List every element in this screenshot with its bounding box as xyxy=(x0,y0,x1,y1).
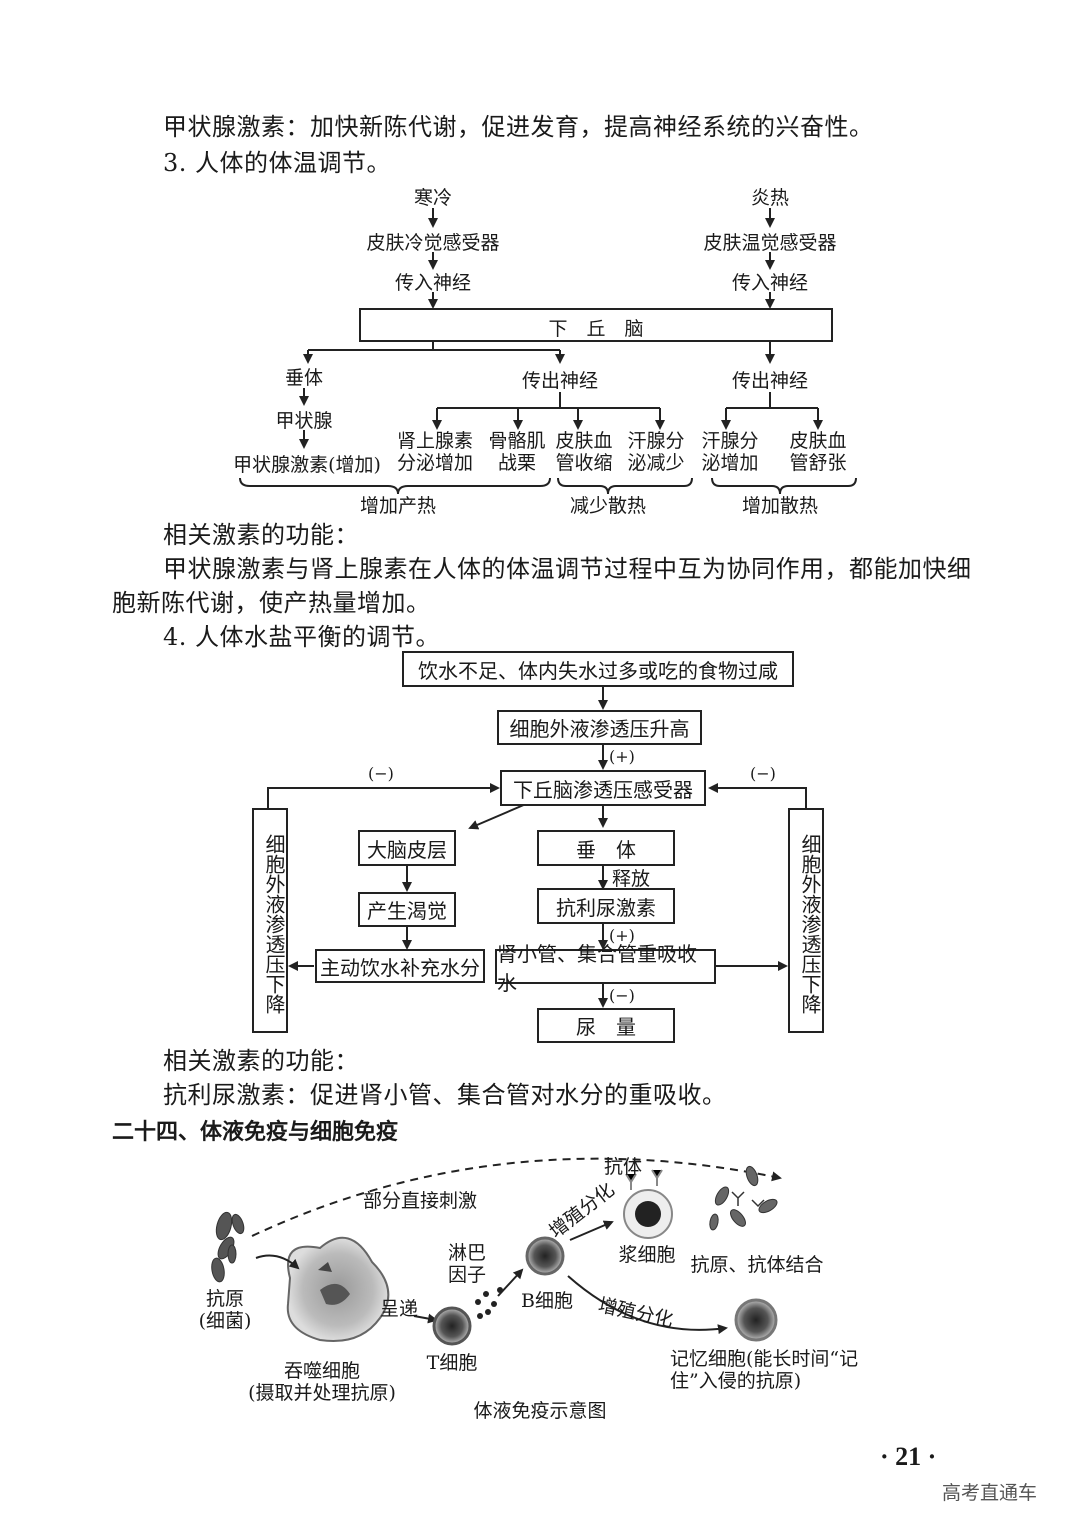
antigen-antibody-binding-label: 抗原、抗体结合 xyxy=(690,1254,824,1276)
minus-sign-right: (−) xyxy=(750,764,776,783)
vasoconstriction: 皮肤血 管收缩 xyxy=(555,430,613,474)
antibody-icon xyxy=(625,1169,663,1190)
related-hormones-heading-2: 相关激素的功能： xyxy=(163,1047,359,1075)
section-3-title: 3. 人体的体温调节。 xyxy=(163,149,392,177)
antigen-bacteria-icon xyxy=(211,1211,245,1283)
increase-heat-loss: 增加散热 xyxy=(741,495,818,517)
sweat-decrease: 汗腺分 泌减少 xyxy=(627,430,685,474)
urine-volume-box: 尿 量 xyxy=(537,1008,675,1043)
adh-function-text: 抗利尿激素：促进肾小管、集合管对水分的重吸收。 xyxy=(163,1081,727,1109)
efferent-nerve-right: 传出神经 xyxy=(731,370,808,392)
efferent-nerve-middle: 传出神经 xyxy=(521,370,598,392)
section-4-title: 4. 人体水盐平衡的调节。 xyxy=(163,623,441,651)
water-deficit-box: 饮水不足、体内失水过多或吃的食物过咸 xyxy=(402,651,794,687)
page-number: · 21 · xyxy=(880,1442,937,1471)
vasodilation: 皮肤血 管舒张 xyxy=(789,430,847,474)
b-cell-label: B细胞 xyxy=(521,1290,573,1312)
presentation-label: 呈递 xyxy=(379,1298,418,1320)
ecf-osmotic-down-right: 细胞外液渗透压下降 xyxy=(788,808,824,1033)
watermark: 高考直通车 xyxy=(942,1482,1038,1504)
warm-receptor-label: 皮肤温觉感受器 xyxy=(703,232,837,254)
cold-receptor-label: 皮肤冷觉感受器 xyxy=(366,232,500,254)
pituitary-box: 垂 体 xyxy=(537,830,675,866)
minus-sign-left: (−) xyxy=(368,764,394,783)
pituitary-label: 垂体 xyxy=(284,367,323,389)
cerebral-cortex-box: 大脑皮层 xyxy=(358,830,456,866)
t-cell-label: T细胞 xyxy=(426,1352,478,1374)
osmoreceptor-box: 下丘脑渗透压感受器 xyxy=(500,770,706,806)
sweat-increase: 汗腺分 泌增加 xyxy=(701,430,759,474)
reduce-heat-loss: 减少散热 xyxy=(569,495,646,517)
adh-box: 抗利尿激素 xyxy=(537,888,675,924)
plus-sign-2: (+) xyxy=(609,926,635,945)
lymphokine-dots-icon xyxy=(475,1287,503,1319)
increase-heat-production: 增加产热 xyxy=(359,495,436,517)
figure-caption: 体液免疫示意图 xyxy=(473,1400,607,1422)
lymphokine-label: 淋巴 因子 xyxy=(447,1242,486,1286)
hot-label: 炎热 xyxy=(750,187,789,209)
release-label: 释放 xyxy=(612,868,651,890)
cold-label: 寒冷 xyxy=(413,187,452,209)
afferent-nerve-left: 传入神经 xyxy=(394,272,471,294)
minus-sign-3: (−) xyxy=(609,986,635,1005)
thirst-box: 产生渴觉 xyxy=(358,892,456,927)
hypothalamus-box: 下 丘 脑 xyxy=(548,318,644,340)
section-24-heading: 二十四、体液免疫与细胞免疫 xyxy=(112,1120,399,1145)
t-cell-icon xyxy=(432,1306,472,1346)
ecf-osmotic-down-left: 细胞外液渗透压下降 xyxy=(252,808,288,1033)
direct-stimulation-label: 部分直接刺激 xyxy=(362,1190,477,1212)
ecf-osmotic-up-box: 细胞外液渗透压升高 xyxy=(497,710,702,745)
plus-sign-1: (+) xyxy=(609,747,635,766)
b-cell-icon xyxy=(525,1236,565,1276)
synergy-text-line1: 甲状腺激素与肾上腺素在人体的体温调节过程中互为协同作用，都能加快细 xyxy=(163,555,972,583)
thyroid-hormone-function: 甲状腺激素：加快新陈代谢，促进发育，提高神经系统的兴奋性。 xyxy=(163,113,874,141)
related-hormones-heading-1: 相关激素的功能： xyxy=(163,521,359,549)
afferent-nerve-right: 传入神经 xyxy=(731,272,808,294)
thyroid-hormone-increase: 甲状腺激素(增加) xyxy=(233,454,381,476)
muscle-shiver: 骨骼肌 战栗 xyxy=(488,430,546,474)
thyroid-label: 甲状腺 xyxy=(275,410,333,432)
active-drinking-box: 主动饮水补充水分 xyxy=(315,949,485,983)
synergy-text-line2: 胞新陈代谢，使产热量增加。 xyxy=(112,589,431,617)
memory-cell-label: 记忆细胞(能长时间“记 住”入侵的抗原) xyxy=(670,1348,859,1392)
antigen-antibody-complex-icon xyxy=(709,1165,778,1231)
adrenaline-increase: 肾上腺素 分泌增加 xyxy=(396,430,473,474)
antibody-label: 抗体 xyxy=(603,1156,642,1178)
antigen-bacteria-label: 抗原 (细菌) xyxy=(198,1288,252,1332)
phagocyte-label: 吞噬细胞 (摄取并处理抗原) xyxy=(248,1360,396,1404)
memory-cell-icon xyxy=(734,1298,778,1342)
plasma-cell-label: 浆细胞 xyxy=(618,1244,676,1266)
